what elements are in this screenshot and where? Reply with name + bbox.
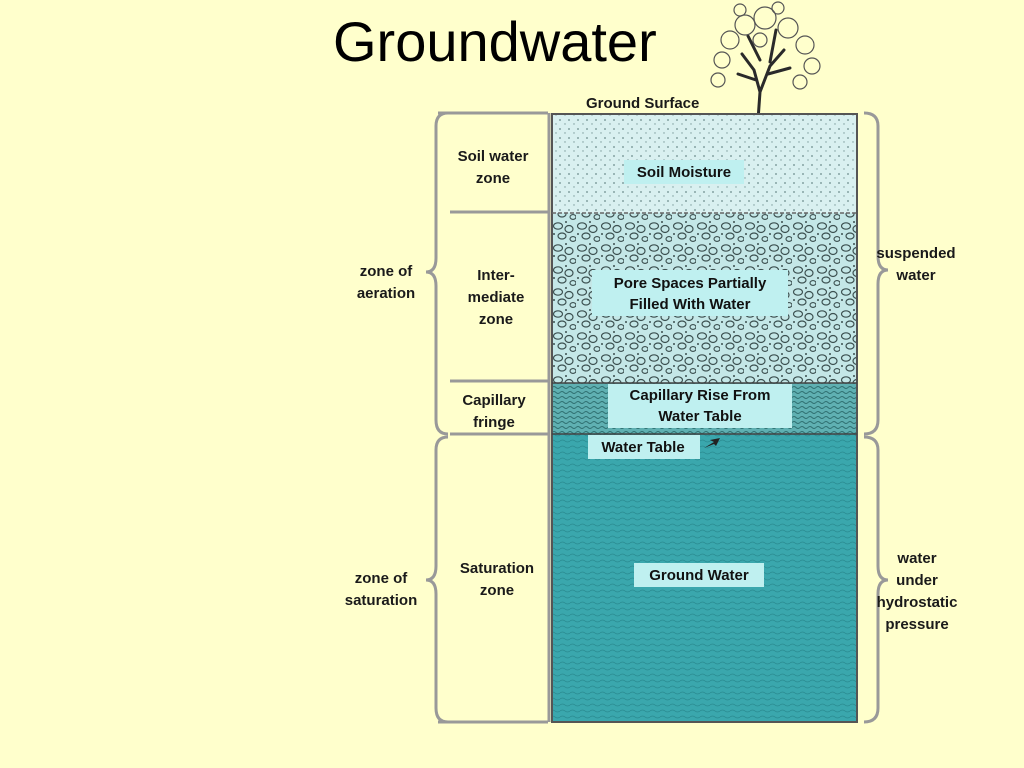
- svg-text:zone of: zone of: [360, 263, 413, 280]
- svg-text:zone: zone: [479, 311, 513, 328]
- svg-text:saturation: saturation: [345, 592, 418, 609]
- zone-label-intermediate: Inter- mediate zone: [468, 267, 525, 328]
- ground-surface-label: Ground Surface: [586, 95, 699, 112]
- svg-text:pressure: pressure: [885, 616, 948, 633]
- svg-text:Filled With Water: Filled With Water: [630, 296, 751, 313]
- zone-label-saturation-outer: zone of saturation: [345, 570, 418, 609]
- svg-text:mediate: mediate: [468, 289, 525, 306]
- svg-text:Saturation: Saturation: [460, 560, 534, 577]
- svg-text:zone: zone: [476, 170, 510, 187]
- aeration-brace: [425, 111, 449, 436]
- svg-text:water: water: [896, 550, 936, 567]
- svg-text:suspended: suspended: [876, 245, 955, 262]
- layer-label-ground-water: Ground Water: [634, 563, 764, 587]
- layer-label-capillary-rise: Capillary Rise From Water Table: [608, 384, 792, 428]
- svg-text:water: water: [895, 267, 935, 284]
- svg-text:Soil water: Soil water: [458, 148, 529, 165]
- svg-text:Capillary: Capillary: [462, 392, 526, 409]
- layer-label-pore-spaces: Pore Spaces Partially Filled With Water: [592, 270, 788, 316]
- svg-text:fringe: fringe: [473, 414, 515, 431]
- zone-label-aeration: zone of aeration: [357, 263, 415, 302]
- svg-text:aeration: aeration: [357, 285, 415, 302]
- svg-text:Capillary Rise From: Capillary Rise From: [630, 387, 771, 404]
- svg-text:Soil Moisture: Soil Moisture: [637, 164, 731, 181]
- svg-text:zone: zone: [480, 582, 514, 599]
- svg-text:Water Table: Water Table: [601, 439, 684, 456]
- hydrostatic-brace: [863, 435, 889, 724]
- svg-text:zone of: zone of: [355, 570, 408, 587]
- svg-text:hydrostatic: hydrostatic: [877, 594, 958, 611]
- svg-text:under: under: [896, 572, 938, 589]
- zone-label-hydrostatic: water under hydrostatic pressure: [877, 550, 958, 633]
- slide-title: Groundwater: [333, 10, 657, 73]
- svg-text:Pore Spaces Partially: Pore Spaces Partially: [614, 275, 767, 292]
- suspended-water-brace: [863, 111, 889, 436]
- layer-label-soil-moisture: Soil Moisture: [624, 160, 744, 184]
- inner-zone-column: [438, 111, 551, 724]
- zone-label-soil-water: Soil water zone: [458, 148, 529, 187]
- zone-label-capillary-fringe: Capillary fringe: [462, 392, 526, 431]
- zone-label-suspended-water: suspended water: [876, 245, 955, 284]
- svg-text:Inter-: Inter-: [477, 267, 515, 284]
- water-table-label: Water Table: [588, 435, 720, 459]
- zone-label-saturation: Saturation zone: [460, 560, 534, 599]
- svg-text:Water Table: Water Table: [658, 408, 741, 425]
- svg-text:Ground Water: Ground Water: [649, 567, 749, 584]
- saturation-brace: [425, 435, 449, 724]
